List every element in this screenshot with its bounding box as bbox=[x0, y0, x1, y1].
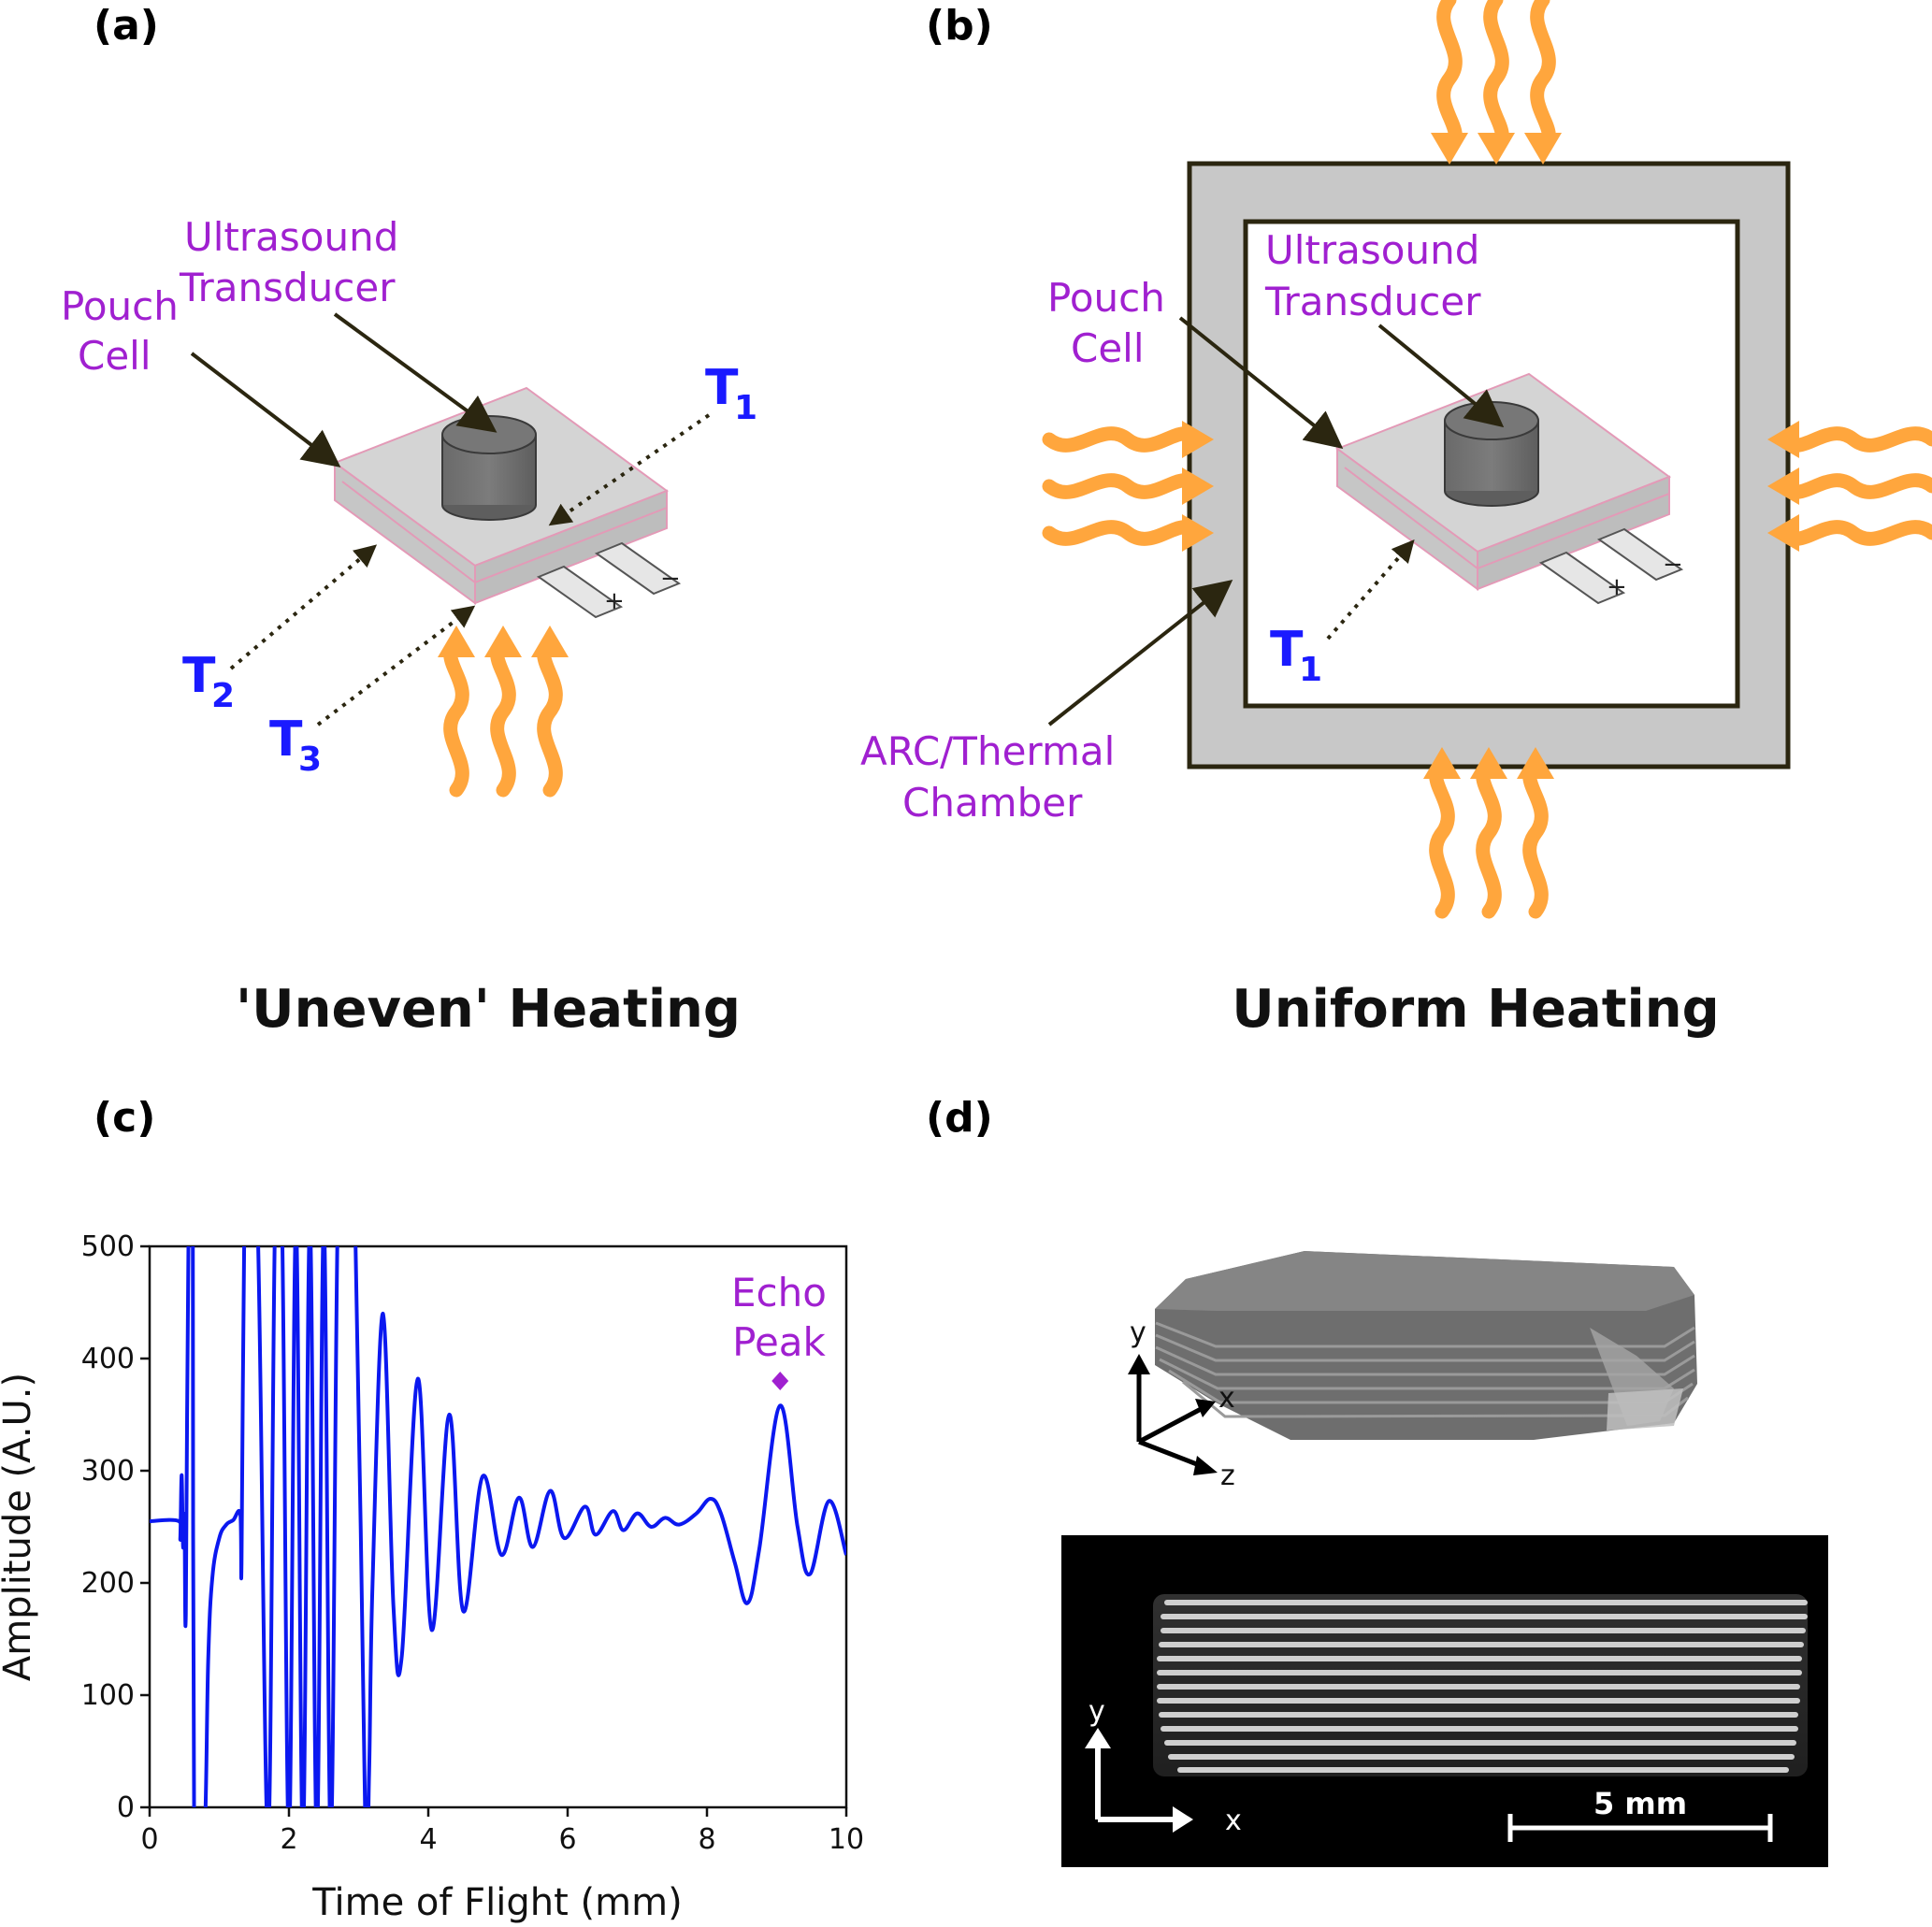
axis-2d-x: x bbox=[1225, 1805, 1242, 1837]
transducer-arrow-b bbox=[1377, 324, 1505, 428]
chart-axes bbox=[148, 1244, 848, 1809]
svg-text:2: 2 bbox=[211, 677, 235, 715]
chamber-label-line2: Chamber bbox=[902, 780, 1083, 826]
plot-frame bbox=[148, 1244, 848, 1809]
plus-terminal-b: + bbox=[1607, 573, 1627, 601]
chamber-arrow-b bbox=[1047, 580, 1233, 726]
x-tick-label: 6 bbox=[558, 1823, 576, 1856]
heat-arrows-top bbox=[1431, 0, 1562, 165]
y-axis-label: Amplitude (A.U.) bbox=[0, 1373, 39, 1681]
x-tick-label: 4 bbox=[419, 1823, 437, 1856]
transducer-label-a-line2: Transducer bbox=[179, 265, 396, 310]
axes-2d bbox=[1085, 1728, 1193, 1833]
ct-3d-rendering bbox=[1155, 1251, 1697, 1440]
echo-label-line2: Peak bbox=[732, 1319, 826, 1365]
pouch-label-a-line2: Cell bbox=[78, 333, 151, 379]
axes-3d bbox=[1128, 1354, 1218, 1475]
y-tick-label: 500 bbox=[81, 1230, 135, 1263]
pouch-label-b-line1: Pouch bbox=[1047, 275, 1165, 321]
svg-text:1: 1 bbox=[1299, 651, 1322, 689]
pouch-label-b-line2: Cell bbox=[1071, 325, 1145, 371]
pouch-label-a-line1: Pouch bbox=[61, 283, 179, 329]
heat-arrows-left bbox=[1049, 421, 1214, 552]
panel-d: (d) y x z bbox=[926, 1094, 1828, 1867]
echo-label-line1: Echo bbox=[731, 1270, 827, 1316]
transducer-label-b-line1: Ultrasound bbox=[1265, 227, 1479, 273]
svg-text:T: T bbox=[182, 648, 216, 704]
echo-peak-marker bbox=[771, 1372, 789, 1390]
pouch-cell-a: + − bbox=[334, 387, 681, 618]
transducer-arrow-a bbox=[333, 312, 497, 433]
svg-text:1: 1 bbox=[734, 389, 757, 427]
t1-leader-a bbox=[548, 413, 711, 526]
panel-d-label: (d) bbox=[926, 1094, 993, 1142]
svg-text:T: T bbox=[269, 712, 303, 768]
minus-terminal-a: − bbox=[660, 565, 681, 593]
heat-arrows-right bbox=[1767, 421, 1932, 552]
scale-bar-label: 5 mm bbox=[1593, 1786, 1687, 1821]
x-tick-label: 8 bbox=[698, 1823, 715, 1856]
x-axis-label: Time of Flight (mm) bbox=[311, 1881, 682, 1924]
pouch-arrow-b bbox=[1178, 316, 1344, 450]
minus-terminal-b: − bbox=[1663, 551, 1683, 579]
axis-3d-x: x bbox=[1218, 1382, 1235, 1415]
pouch-arrow-a bbox=[190, 352, 341, 467]
scale-bar bbox=[1507, 1814, 1773, 1842]
thermocouple-t3-a: T 3 bbox=[269, 712, 322, 779]
caption-b: Uniform Heating bbox=[1232, 979, 1719, 1040]
panel-b-label: (b) bbox=[926, 2, 993, 50]
chamber-label-line1: ARC/Thermal bbox=[860, 728, 1115, 774]
y-tick-label: 200 bbox=[81, 1567, 135, 1600]
transducer-label-b-line2: Transducer bbox=[1264, 279, 1481, 324]
t2-leader-a bbox=[229, 544, 378, 670]
y-tick-label: 400 bbox=[81, 1343, 135, 1375]
heat-arrows-a bbox=[438, 626, 569, 790]
signal-series-line bbox=[150, 1246, 846, 1807]
thermocouple-t1-b: T 1 bbox=[1270, 622, 1322, 689]
y-tick-label: 100 bbox=[81, 1679, 135, 1712]
ct-electrode-layers bbox=[1157, 1600, 1808, 1773]
thermocouple-t1-a: T 1 bbox=[705, 360, 757, 427]
panel-b: (b) Ultrasound Transducer Pouch Cell + −… bbox=[860, 0, 1932, 1040]
svg-text:T: T bbox=[1270, 622, 1304, 678]
t1-leader-b bbox=[1326, 539, 1415, 640]
caption-a: 'Uneven' Heating bbox=[236, 979, 741, 1040]
transducer-label-a-line1: Ultrasound bbox=[184, 214, 398, 260]
x-tick-label: 0 bbox=[140, 1823, 158, 1856]
x-tick-label: 10 bbox=[829, 1823, 864, 1856]
panel-c-label: (c) bbox=[94, 1094, 155, 1142]
axis-3d-z: z bbox=[1220, 1460, 1235, 1492]
y-tick-label: 300 bbox=[81, 1455, 135, 1488]
panel-a-label: (a) bbox=[94, 2, 159, 50]
y-tick-label: 0 bbox=[117, 1791, 135, 1824]
axis-2d-y: y bbox=[1089, 1695, 1105, 1728]
svg-text:3: 3 bbox=[298, 741, 322, 779]
thermocouple-t2-a: T 2 bbox=[182, 648, 235, 715]
axis-3d-y: y bbox=[1130, 1316, 1146, 1349]
pouch-cell-b: + − bbox=[1336, 373, 1683, 604]
panel-a: (a) Ultrasound Transducer Pouch Cell + −… bbox=[61, 2, 757, 1040]
svg-text:T: T bbox=[705, 360, 739, 416]
x-tick-label: 2 bbox=[280, 1823, 297, 1856]
t3-leader-a bbox=[316, 605, 476, 726]
heat-arrows-bottom bbox=[1423, 747, 1554, 912]
plus-terminal-a: + bbox=[604, 587, 625, 615]
